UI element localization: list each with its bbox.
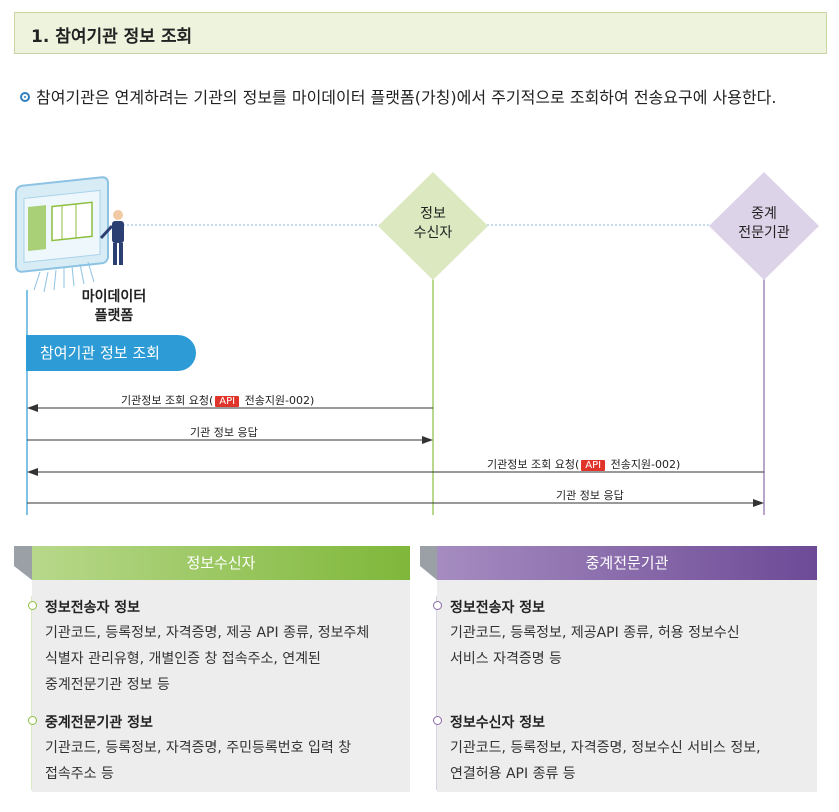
message-text: 기관 정보 응답	[556, 489, 624, 502]
message-request-receiver: 기관정보 조회 요청(API 전송지원-002)	[121, 392, 314, 408]
message-response-broker: 기관 정보 응답	[556, 487, 624, 503]
desc-line: 기관코드, 등록정보, 자격증명, 주민등록번호 입력 창	[45, 740, 352, 756]
receiver-label-line1: 정보	[420, 206, 446, 222]
broker-actor-label: 중계 전문기관	[714, 205, 814, 243]
desc-line: 서비스 자격증명 등	[450, 651, 562, 667]
broker-panel-header: 중계전문기관	[437, 546, 817, 580]
receiver-item-desc: 기관코드, 등록정보, 자격증명, 제공 API 종류, 정보주체 식별자 관리…	[45, 620, 410, 698]
broker-item-desc: 기관코드, 등록정보, 자격증명, 정보수신 서비스 정보, 연결허용 API …	[450, 735, 815, 787]
desc-line: 기관코드, 등록정보, 제공API 종류, 허용 정보수신	[450, 625, 740, 641]
bullet-ring-icon	[28, 716, 37, 725]
message-text: 전송지원-002)	[607, 458, 681, 471]
receiver-panel-body	[32, 580, 410, 792]
platform-illustration-icon	[15, 176, 124, 293]
receiver-panel-header: 정보수신자	[32, 546, 410, 580]
platform-label-line2: 플랫폼	[94, 308, 134, 324]
receiver-panel-tab	[14, 546, 32, 580]
message-text: 기관정보 조회 요청(	[487, 458, 580, 471]
intro-text: 참여기관은 연계하려는 기관의 정보를 마이데이터 플랫폼(가칭)에서 주기적으…	[36, 88, 777, 107]
message-arrows	[27, 404, 764, 507]
receiver-item-title: 정보전송자 정보	[45, 600, 141, 616]
message-text: 전송지원-002)	[241, 394, 315, 407]
bullet-ring-icon	[433, 716, 442, 725]
message-request-broker: 기관정보 조회 요청(API 전송지원-002)	[487, 456, 680, 472]
broker-item-title: 정보수신자 정보	[450, 715, 546, 731]
desc-line: 중계전문기관 정보 등	[45, 677, 170, 693]
section-title-bar: 1. 참여기관 정보 조회	[14, 12, 827, 54]
desc-line: 기관코드, 등록정보, 자격증명, 제공 API 종류, 정보주체	[45, 625, 370, 641]
broker-item-title: 정보전송자 정보	[450, 600, 546, 616]
broker-panel-tab	[420, 546, 437, 580]
platform-label-line1: 마이데이터	[81, 289, 147, 305]
section-title: 1. 참여기관 정보 조회	[31, 27, 193, 47]
broker-panel-body	[437, 580, 817, 792]
message-text: 기관 정보 응답	[190, 426, 258, 439]
broker-label-line1: 중계	[751, 206, 777, 222]
desc-line: 연결허용 API 종류 등	[450, 766, 576, 782]
receiver-diamond	[378, 172, 488, 280]
broker-panel-title: 중계전문기관	[585, 554, 669, 572]
message-text: 기관정보 조회 요청(	[121, 394, 214, 407]
desc-line: 식별자 관리유형, 개별인증 창 접속주소, 연계된	[45, 651, 321, 667]
receiver-label-line2: 수신자	[413, 225, 453, 241]
bullet-icon	[20, 92, 30, 102]
receiver-item-desc: 기관코드, 등록정보, 자격증명, 주민등록번호 입력 창 접속주소 등	[45, 735, 410, 787]
bullet-ring-icon	[433, 601, 442, 610]
api-badge: API	[215, 396, 240, 407]
message-response-receiver: 기관 정보 응답	[190, 424, 258, 440]
desc-line: 기관코드, 등록정보, 자격증명, 정보수신 서비스 정보,	[450, 740, 761, 756]
desc-line: 접속주소 등	[45, 766, 114, 782]
platform-actor-label: 마이데이터 플랫폼	[64, 288, 164, 326]
api-badge: API	[581, 460, 606, 471]
receiver-actor-label: 정보 수신자	[383, 205, 483, 243]
broker-diamond	[709, 172, 819, 280]
intro-paragraph: 참여기관은 연계하려는 기관의 정보를 마이데이터 플랫폼(가칭)에서 주기적으…	[20, 84, 820, 112]
broker-item-desc: 기관코드, 등록정보, 제공API 종류, 허용 정보수신 서비스 자격증명 등	[450, 620, 815, 672]
phase-label: 참여기관 정보 조회	[26, 335, 196, 371]
receiver-panel-title: 정보수신자	[186, 554, 256, 572]
broker-label-line2: 전문기관	[738, 225, 790, 241]
receiver-item-title: 중계전문기관 정보	[45, 715, 153, 731]
bullet-ring-icon	[28, 601, 37, 610]
